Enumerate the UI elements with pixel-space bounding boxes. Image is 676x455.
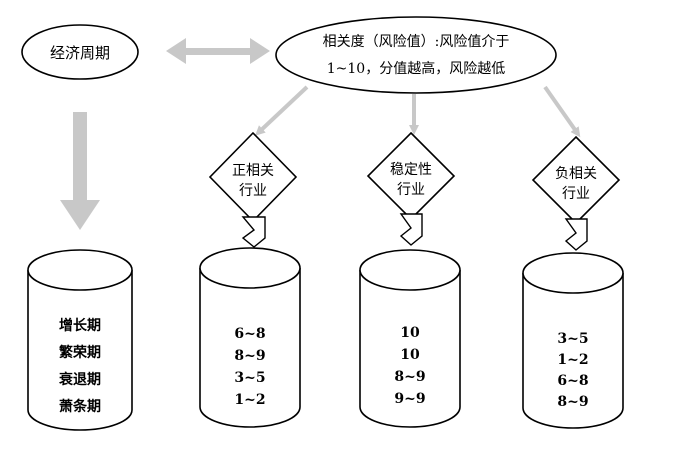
values-cylinder-stable [359, 249, 461, 428]
chevron-icon [564, 218, 588, 251]
value-list-negative: 3~5 1~2 6~8 8~9 [557, 331, 588, 410]
value-item: 8~9 [557, 394, 588, 410]
value-item: 8~9 [234, 348, 265, 364]
value-list-positive: 6~8 8~9 3~5 1~2 [234, 326, 265, 408]
phase-list: 增长期 繁荣期 衰退期 萧条期 [58, 317, 101, 415]
industry-positive-name-line1: 正相关 [232, 163, 274, 179]
value-list-stable: 10 10 8~9 9~9 [394, 325, 425, 407]
industry-diamond-positive: 正相关 行业 [208, 131, 298, 223]
correlation-note-line1: 相关度（风险值）:风险值介于 [323, 34, 510, 50]
cycle-down-arrow [60, 112, 100, 230]
industry-diamond-stable: 稳定性 行业 [366, 131, 456, 221]
values-cylinder-negative [522, 252, 624, 429]
economic-cycle-node: 经济周期 [21, 24, 139, 80]
branch-arrows [255, 85, 581, 138]
value-item: 8~9 [394, 369, 425, 385]
bidirectional-arrow [166, 38, 270, 64]
phase-item: 增长期 [59, 317, 101, 334]
value-item: 1~2 [234, 392, 265, 408]
value-item: 6~8 [557, 373, 588, 389]
phase-item: 繁荣期 [58, 344, 101, 361]
value-item: 3~5 [557, 331, 588, 347]
phase-item: 萧条期 [59, 398, 101, 415]
industry-negative-name-line1: 负相关 [555, 166, 597, 182]
values-cylinder-positive [199, 247, 301, 428]
industry-positive-name-line2: 行业 [239, 183, 267, 199]
chevron-connectors [241, 213, 588, 251]
value-item: 10 [400, 325, 420, 341]
correlation-note-line2: 1~10，分值越高，风险越低 [327, 60, 505, 77]
correlation-note-node: 相关度（风险值）:风险值介于 1~10，分值越高，风险越低 [275, 16, 557, 94]
value-item: 9~9 [394, 391, 425, 407]
value-item: 10 [400, 347, 420, 363]
chevron-icon [241, 216, 266, 248]
industry-negative-name-line2: 行业 [562, 186, 590, 202]
economic-cycle-label: 经济周期 [50, 44, 110, 62]
phase-item: 衰退期 [58, 371, 101, 388]
industry-stable-name-line2: 行业 [397, 182, 425, 198]
value-item: 3~5 [234, 370, 265, 386]
value-item: 6~8 [234, 326, 265, 342]
industry-stable-name-line1: 稳定性 [390, 162, 432, 178]
chevron-icon [399, 213, 423, 246]
phases-cylinder [27, 249, 133, 431]
industry-diamond-negative: 负相关 行业 [531, 135, 621, 225]
value-item: 1~2 [557, 352, 588, 368]
